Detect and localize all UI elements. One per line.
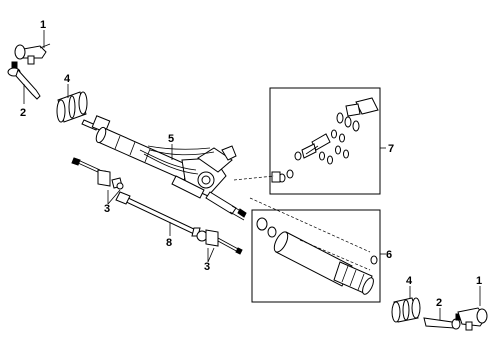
rack-housing-parts	[256, 217, 378, 295]
callout-4-right: 4	[406, 275, 413, 287]
callout-3-upper: 3	[104, 203, 110, 215]
callout-5: 5	[168, 133, 174, 145]
callout-2-left: 2	[20, 107, 26, 119]
tie-rod-end-right	[423, 313, 462, 330]
tie-rod-end-left	[7, 61, 41, 100]
inner-tie-rod-upper	[71, 157, 124, 190]
callout-7: 7	[388, 143, 394, 155]
callout-1-right: 1	[476, 275, 482, 287]
steering-rack	[115, 191, 201, 237]
inner-tie-rod-lower	[196, 229, 243, 255]
steering-gear-assembly	[81, 115, 247, 221]
callout-2-right: 2	[436, 297, 442, 309]
rack-housing-box	[251, 209, 381, 303]
guide-line-lower	[233, 175, 275, 181]
callout-6: 6	[386, 249, 392, 261]
guide-line-upper	[249, 197, 371, 253]
rack-boot-left	[56, 91, 88, 123]
outer-tie-rod-end-left	[14, 43, 51, 65]
seal-kit-box	[269, 87, 381, 195]
rack-boot-right	[391, 297, 421, 323]
callout-1-left: 1	[40, 19, 46, 31]
callout-4-left: 4	[64, 73, 71, 85]
outer-tie-rod-end-right	[457, 307, 488, 331]
valve-seal-kit-parts	[271, 97, 379, 183]
callout-8: 8	[166, 237, 172, 249]
callout-3-lower: 3	[204, 261, 210, 273]
